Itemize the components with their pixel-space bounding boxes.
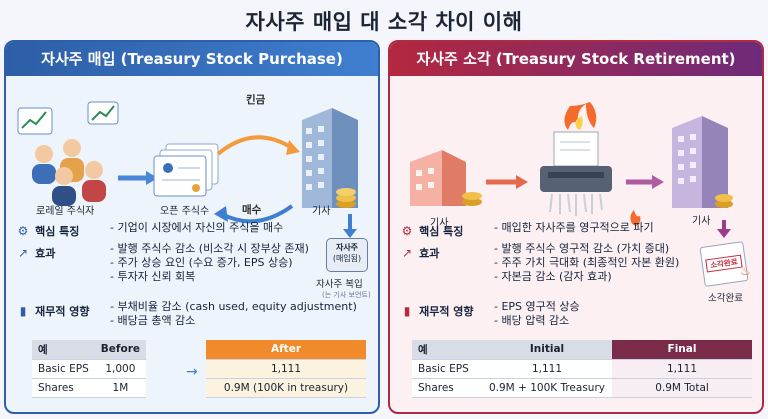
cash-arrow-label: 킨금 bbox=[246, 94, 266, 106]
financial-item: - 배당 압력 감소 bbox=[494, 314, 570, 327]
table-header-initial: Initial bbox=[482, 340, 612, 360]
retirement-key-feature: ⚙ 핵심 특징 bbox=[400, 220, 464, 239]
safe-text-2: (매입됨) bbox=[332, 254, 362, 263]
table-header-after: After bbox=[206, 340, 366, 360]
effect-label: 효과 bbox=[419, 247, 440, 260]
financial-label: 재무적 영향 bbox=[35, 305, 90, 318]
key-feature-label: 핵심 특징 bbox=[419, 225, 464, 238]
company-left-label: 기사 bbox=[430, 218, 449, 229]
table-header-example: 예 bbox=[412, 340, 482, 360]
purchase-panel: 자사주 매입 (Treasury Stock Purchase) bbox=[4, 40, 380, 414]
page-title: 자사주 매입 대 소각 차이 이해 bbox=[245, 10, 523, 34]
retirement-financial: ▮ 재무적 영향 bbox=[400, 300, 474, 319]
final-eps: 1,111 bbox=[612, 359, 752, 379]
retirement-effect: ↗ 효과 bbox=[400, 242, 439, 261]
gear-icon: ⚙ bbox=[17, 224, 29, 238]
effect-list: - 발행 주식수 감소 (비소각 시 장부상 존재) - 주가 상승 요인 (수… bbox=[110, 242, 309, 284]
financial-item: - EPS 영구적 상승 bbox=[494, 300, 580, 313]
stamp-text: 소각완료 bbox=[705, 254, 743, 273]
row-label-shares: Shares bbox=[32, 378, 95, 398]
purchase-header: 자사주 매입 (Treasury Stock Purchase) bbox=[6, 42, 378, 76]
retirement-illustration bbox=[410, 102, 733, 226]
arrow-right-icon: → bbox=[186, 364, 198, 380]
table-header-example: 예 bbox=[32, 340, 95, 360]
purchase-table-left: 예 Before Basic EPS 1,000 Shares 1M bbox=[32, 340, 146, 398]
financial-list: - 부채비율 감소 (cash used, equity adjustment)… bbox=[110, 300, 357, 328]
share-certificates-icon bbox=[153, 143, 219, 197]
shredder-fire-icon bbox=[540, 102, 612, 216]
before-shares: 1M bbox=[94, 378, 146, 398]
after-shares: 0.9M (100K in treasury) bbox=[206, 378, 366, 398]
purchase-effect: ↗ 효과 bbox=[16, 242, 55, 261]
financial-item: - 부채비율 감소 (cash used, equity adjustment) bbox=[110, 300, 357, 313]
trend-up-icon: ↗ bbox=[401, 246, 413, 260]
company-building-left-icon bbox=[410, 150, 482, 206]
before-eps: 1,000 bbox=[94, 359, 146, 379]
effect-item: - 자본금 감소 (감자 효과) bbox=[494, 270, 612, 283]
bar-chart-icon: ▮ bbox=[403, 304, 411, 318]
effect-item: - 주가 상승 요인 (수요 증가, EPS 상승) bbox=[110, 256, 293, 269]
buy-arrow-label: 매수 bbox=[242, 204, 262, 216]
purchase-key-feature: ⚙ 핵심 특징 bbox=[16, 220, 80, 239]
retirement-header: 자사주 소각 (Treasury Stock Retirement) bbox=[390, 42, 762, 76]
company-building-right-icon bbox=[672, 116, 733, 208]
key-feature-label: 핵심 특징 bbox=[35, 225, 80, 238]
row-label-eps: Basic EPS bbox=[32, 359, 95, 379]
row-label-eps: Basic EPS bbox=[412, 359, 482, 379]
company-right-label: 기사 bbox=[692, 216, 711, 227]
after-eps: 1,111 bbox=[206, 359, 366, 379]
retirement-table: 예 Initial Final Basic EPS 1,111 1,111 Sh… bbox=[412, 340, 752, 398]
company-label: 기사 bbox=[312, 206, 331, 217]
effect-item: - 발행 주식수 감소 (비소각 시 장부상 존재) bbox=[110, 242, 309, 255]
effect-item: - 발행 주식수 영구적 감소 (가치 증대) bbox=[494, 242, 670, 255]
treasury-box-note: (는 기사 보언트) bbox=[322, 291, 371, 299]
shareholders-label: 로레일 주식자 bbox=[36, 206, 95, 217]
treasury-safe-icon: 자사주 (매입됨) bbox=[326, 238, 368, 272]
key-feature-item: - 매입한 자사주를 영구적으로 파기 bbox=[494, 221, 654, 234]
shareholders-icon bbox=[17, 101, 119, 206]
table-header-final: Final bbox=[612, 340, 752, 360]
company-building-icon bbox=[302, 108, 358, 208]
effect-label: 효과 bbox=[35, 247, 56, 260]
effect-list: - 발행 주식수 영구적 감소 (가치 증대) - 주주 가치 극대화 (최종적… bbox=[494, 242, 679, 284]
initial-eps: 1,111 bbox=[482, 359, 612, 379]
final-shares: 0.9M Total bbox=[612, 378, 752, 398]
effect-item: - 투자자 신뢰 회복 bbox=[110, 270, 196, 283]
row-label-shares: Shares bbox=[412, 378, 482, 398]
flame-icon: ♨ bbox=[740, 264, 751, 278]
financial-item: - 배당금 총액 감소 bbox=[110, 314, 196, 327]
financial-label: 재무적 영향 bbox=[419, 305, 474, 318]
financial-list: - EPS 영구적 상승 - 배당 압력 감소 bbox=[494, 300, 580, 328]
safe-text-1: 자사주 bbox=[335, 243, 359, 252]
bar-chart-icon: ▮ bbox=[19, 304, 27, 318]
key-feature-item: - 기업이 시장에서 자신의 주식을 매수 bbox=[110, 221, 284, 234]
purchase-table-right: After 1,111 0.9M (100K in treasury) bbox=[206, 340, 366, 398]
shares-label: 오픈 주식수 bbox=[160, 206, 210, 217]
treasury-box-label: 자사주 복입 bbox=[316, 279, 363, 290]
retirement-panel: 자사주 소각 (Treasury Stock Retirement) bbox=[388, 40, 764, 414]
gear-icon: ⚙ bbox=[401, 224, 413, 238]
down-arrow-icon bbox=[717, 220, 731, 238]
down-arrow-icon bbox=[343, 222, 357, 238]
effect-item: - 주주 가치 극대화 (최종적인 자본 환원) bbox=[494, 256, 680, 269]
stamp-label: 소각완료 bbox=[708, 293, 743, 304]
trend-up-icon: ↗ bbox=[17, 246, 29, 260]
initial-shares: 0.9M + 100K Treasury bbox=[482, 378, 612, 398]
purchase-financial: ▮ 재무적 영향 bbox=[16, 300, 90, 319]
purchase-illustration bbox=[17, 101, 358, 226]
table-header-before: Before bbox=[94, 340, 146, 360]
